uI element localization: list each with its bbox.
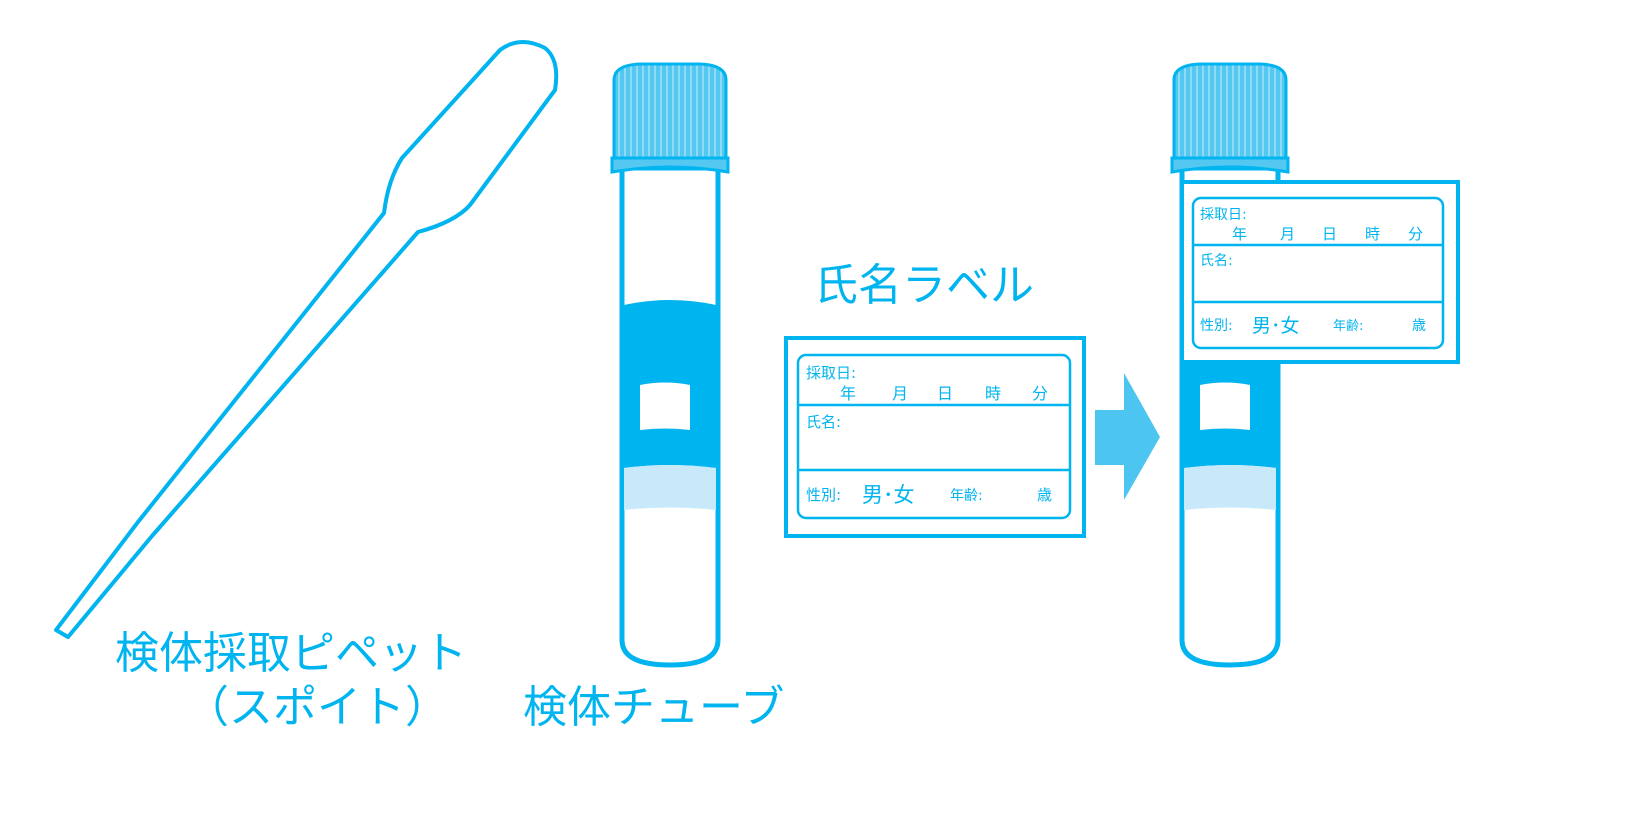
day-label: 日 [937,384,953,403]
minute-label: 分 [1408,225,1423,243]
collection-date-label: 採取日: [1200,207,1247,223]
year-label: 年 [840,384,856,403]
arrow-right-icon [1095,373,1160,500]
name-label: 採取日: 年 月 日 時 分 氏名: 性別: 男･女 年齢: 歳 [784,336,1086,538]
label-title: 氏名ラベル [814,260,1034,311]
pipette-caption: 検体採取ピペット [115,628,467,679]
patient-name-label: 氏名: [1200,253,1233,269]
hour-label: 時 [985,384,1001,403]
hour-label: 時 [1365,225,1380,243]
specimen-tube [612,64,728,665]
month-label: 月 [892,384,908,403]
pipette [54,40,559,639]
sex-label: 性別: [806,486,841,504]
age-label: 年齢: [1333,319,1363,334]
month-label: 月 [1280,225,1295,243]
tube-caption: 検体チューブ [523,682,784,733]
sex-options: 男･女 [862,483,915,507]
age-unit: 歳 [1412,318,1426,334]
age-unit: 歳 [1037,486,1052,504]
pipette-caption-sub: （スポイト） [185,682,449,733]
specimen-tube-labeled [1172,64,1288,665]
name-label-applied: 採取日: 年 月 日 時 分 氏名: 性別: 男･女 年齢: 歳 [1180,180,1460,364]
age-label: 年齢: [950,488,983,504]
collection-date-label: 採取日: [806,364,856,382]
day-label: 日 [1322,225,1337,243]
year-label: 年 [1232,225,1247,243]
patient-name-label: 氏名: [806,413,841,431]
sex-options: 男･女 [1252,315,1300,337]
sex-label: 性別: [1200,318,1233,334]
minute-label: 分 [1032,384,1048,403]
